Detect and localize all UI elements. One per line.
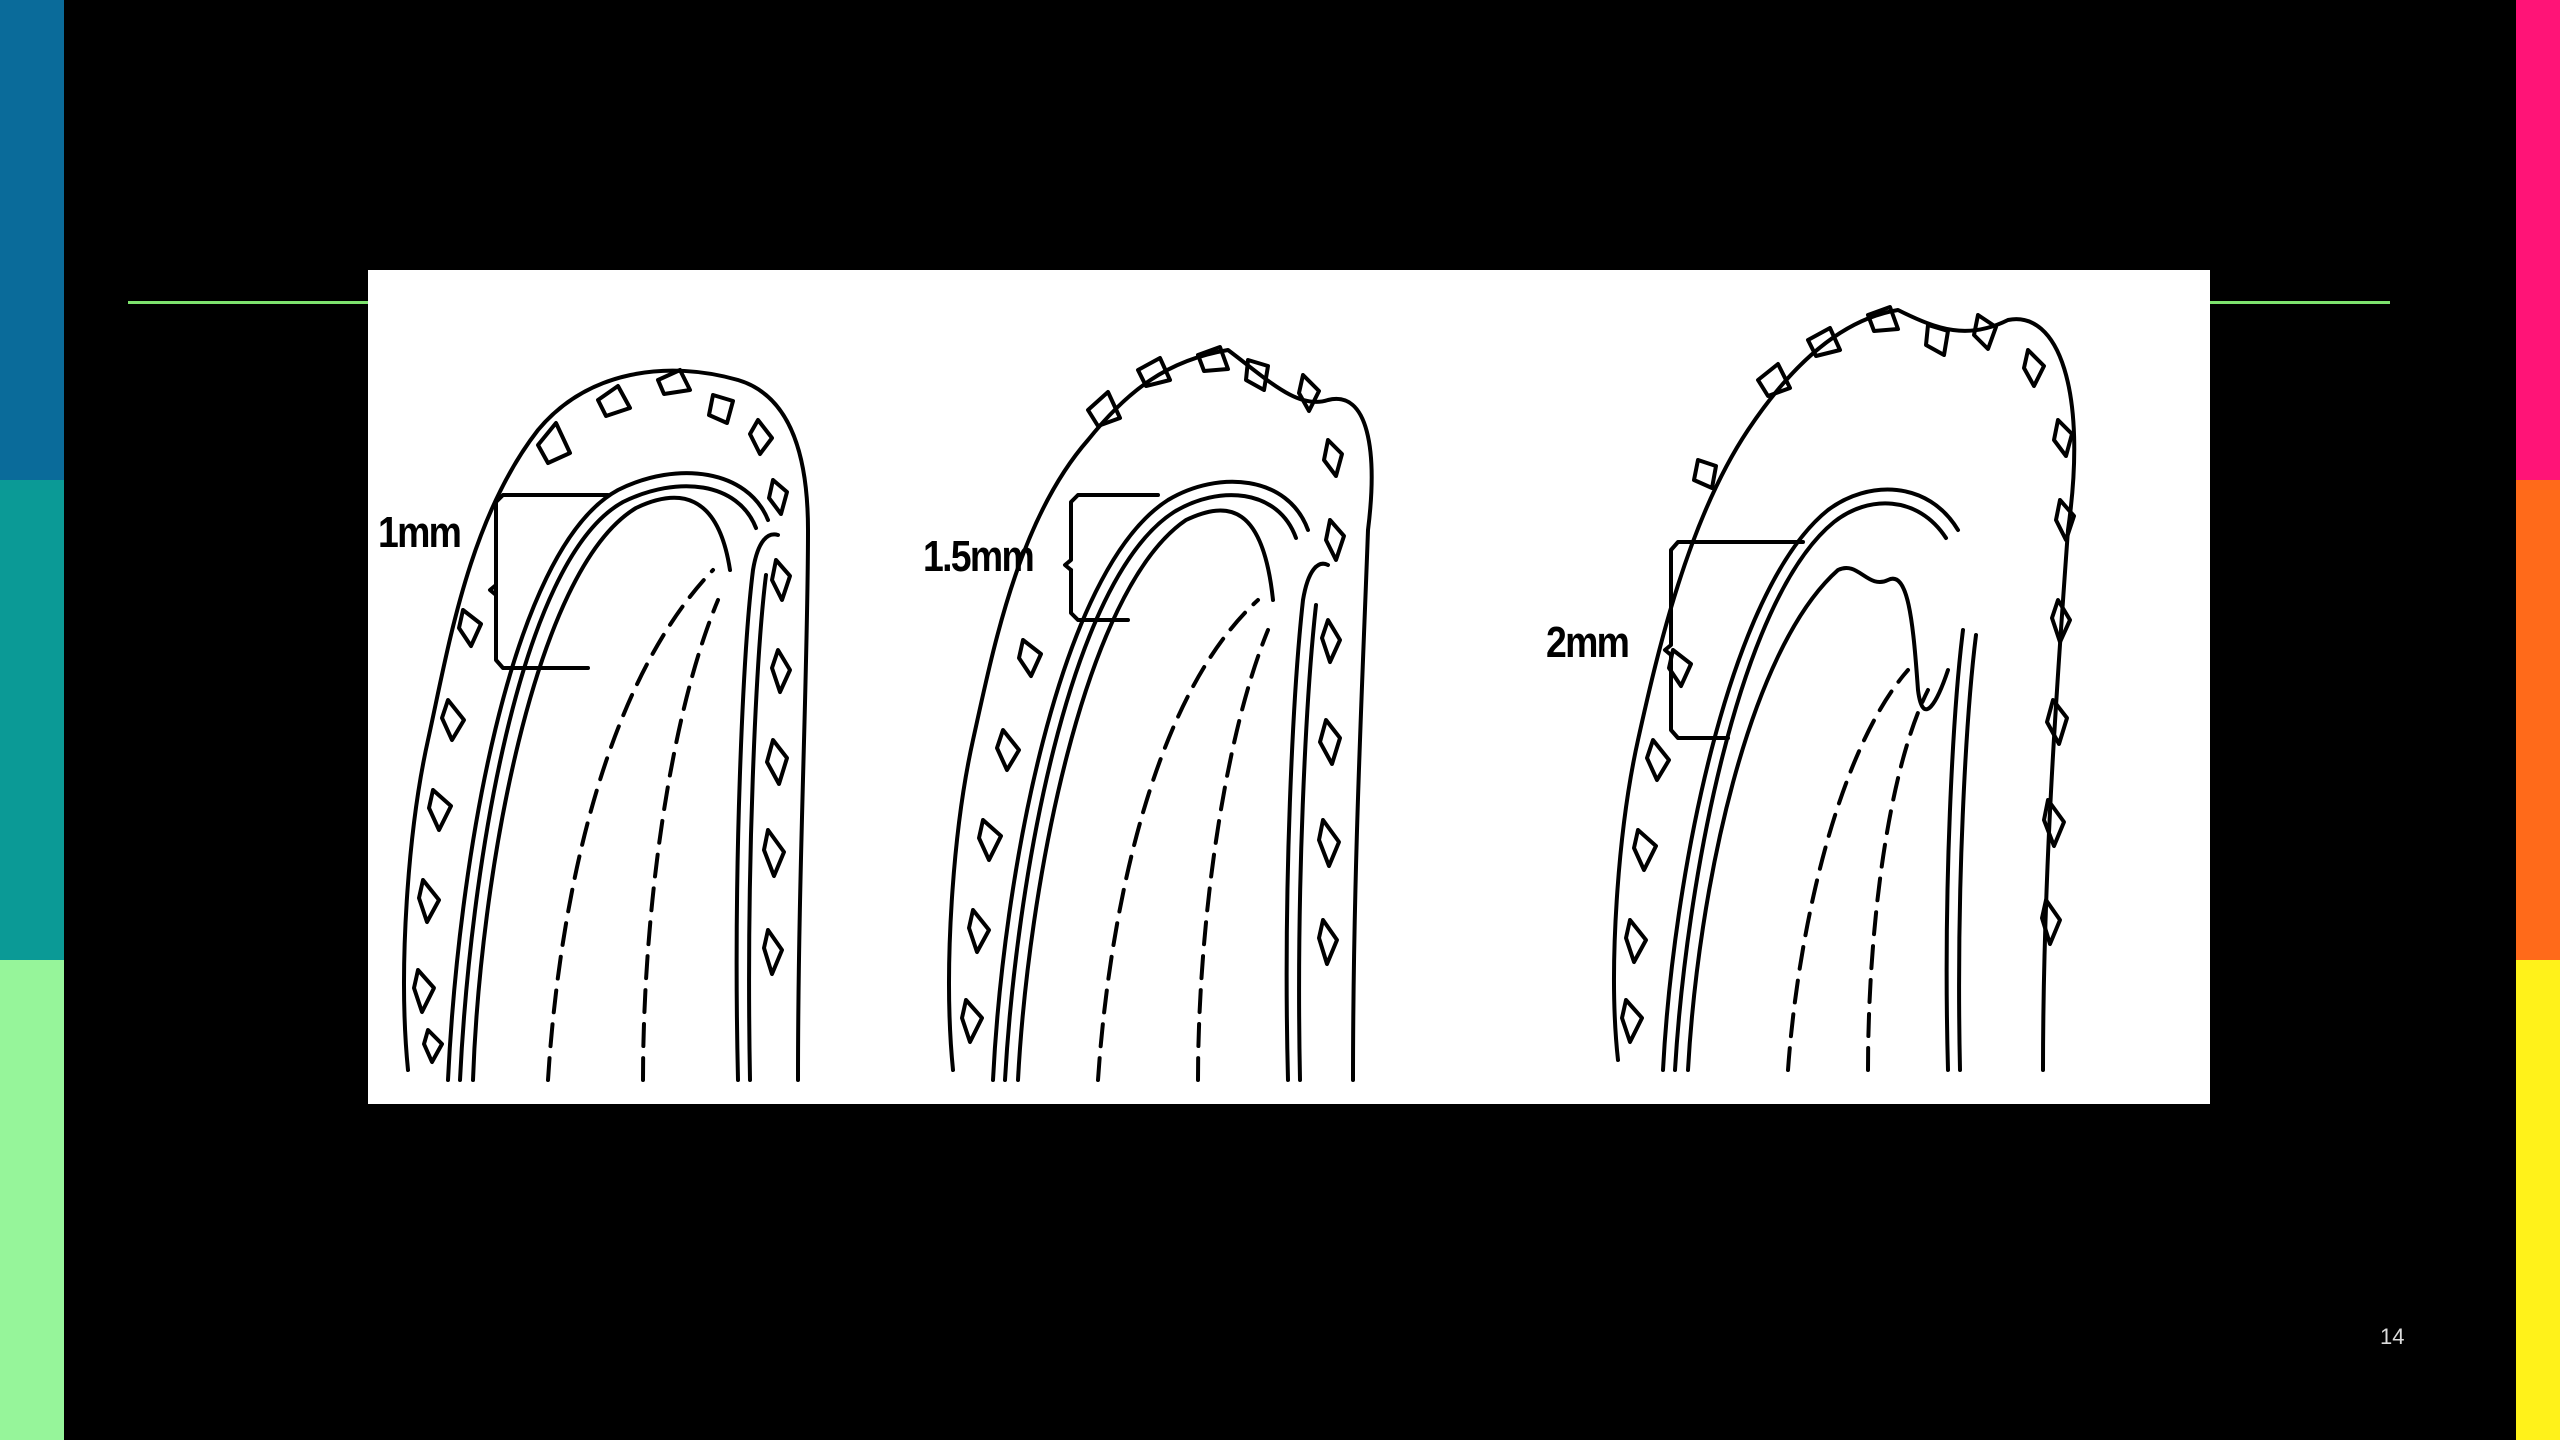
panel-2mm: [1612, 305, 2077, 1072]
panel-1.5mm: [947, 345, 1374, 1082]
left-stripe-teal: [0, 480, 64, 960]
left-stripe-green: [0, 960, 64, 1440]
label-1.5mm: 1.5mm: [923, 532, 1035, 581]
right-stripe-orange: [2516, 480, 2560, 960]
bone-diagram-drawing: [402, 305, 2077, 1082]
label-2mm: 2mm: [1546, 618, 1630, 667]
label-1mm: 1mm: [378, 508, 462, 557]
right-stripe-yellow: [2516, 960, 2560, 1440]
bone-diagram-figure: 1mm 1.5mm 2mm: [368, 270, 2210, 1104]
slide-number: 14: [2380, 1324, 2405, 1349]
panel-1mm: [402, 368, 810, 1082]
left-stripe-blue: [0, 0, 64, 480]
right-stripe-pink: [2516, 0, 2560, 480]
